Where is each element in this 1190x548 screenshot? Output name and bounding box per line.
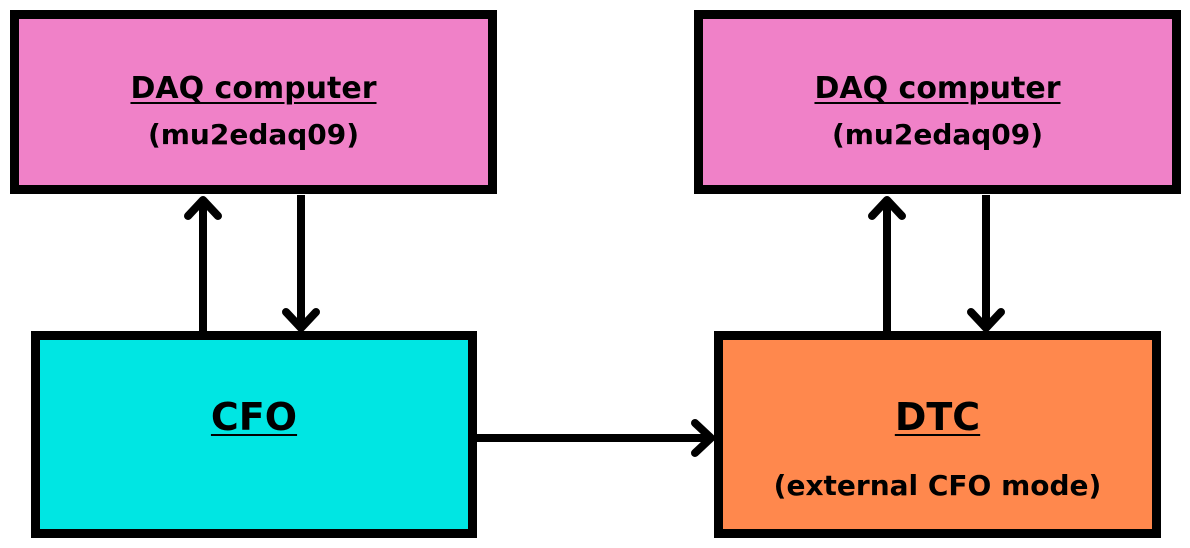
cfo-box: CFO [31, 331, 477, 538]
arrow-daq-left-to-cfo [282, 195, 320, 332]
daq-computer-left-subtitle: (mu2edaq09) [147, 118, 360, 151]
arrow-dtc-to-daq-right [868, 196, 906, 331]
dtc-title: DTC [894, 395, 981, 439]
dtc-subtitle: (external CFO mode) [773, 469, 1102, 502]
cfo-title: CFO [210, 395, 298, 439]
arrow-cfo-to-dtc [477, 419, 715, 457]
arrow-cfo-to-daq-left [184, 196, 222, 331]
daq-computer-left-box: DAQ computer (mu2edaq09) [10, 10, 497, 194]
arrow-daq-right-to-dtc [967, 195, 1005, 332]
dtc-box: DTC (external CFO mode) [714, 331, 1161, 538]
daq-computer-right-title: DAQ computer [814, 71, 1061, 106]
daq-computer-left-title: DAQ computer [130, 71, 377, 106]
daq-computer-right-box: DAQ computer (mu2edaq09) [694, 10, 1181, 194]
daq-computer-right-subtitle: (mu2edaq09) [831, 118, 1044, 151]
